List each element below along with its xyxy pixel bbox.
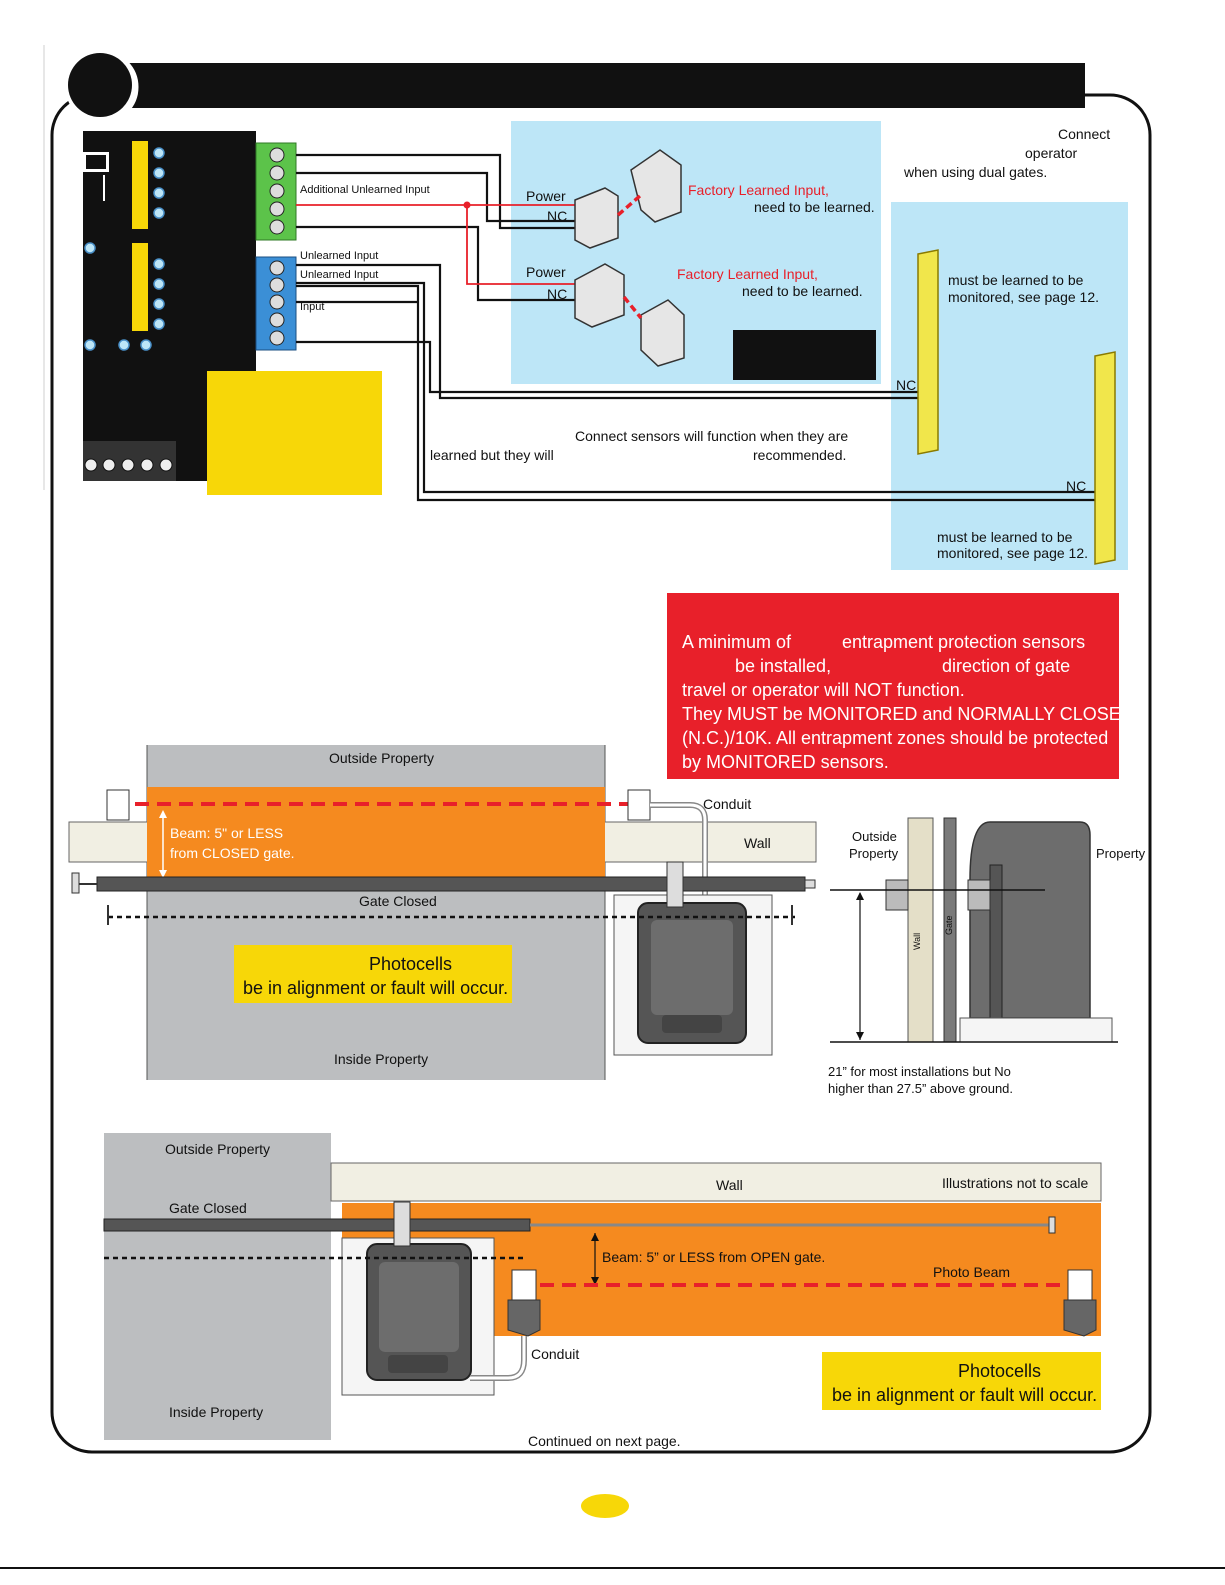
side-property-label: Property [849,846,899,861]
beam-label: Beam: 5” or LESS from OPEN gate. [602,1249,826,1265]
input-label: Input [300,301,325,313]
warning-text: be installed, [735,656,832,676]
warning-text: direction of gate [942,656,1071,676]
warning-text: entrapment protection sensors [842,632,1086,652]
wall-label: Wall [716,1177,743,1193]
inside-property-label: Inside Property [169,1404,264,1420]
open-gate-diagram [103,1133,1102,1440]
unlearned-input-label: Unlearned Input [300,250,379,262]
wall-label: Wall [744,835,771,851]
beam-label: from CLOSED gate. [170,845,295,861]
warning-text: A minimum of [682,632,792,652]
outside-property-label: Outside Property [329,750,435,766]
warning-text: travel or operator will NOT function. [682,680,965,700]
operator-label: operator [1025,145,1078,161]
height-note: 21” for most installations but No [828,1064,1011,1079]
photo-beam-label: Photo Beam [933,1264,1011,1280]
warning-text: They MUST be MONITORED and NORMALLY CLOS… [682,704,1134,724]
edge-sensor-note: monitored, see page 12. [948,289,1099,305]
learned-but-note: learned but they will [430,447,554,463]
side-property-label: Property [1096,846,1146,861]
warning-text: (N.C.)/10K. All entrapment zones should … [682,728,1109,748]
side-view-diagram [830,817,1118,1043]
conduit-label: Conduit [703,796,752,812]
unlearned-input-label: Unlearned Input [300,269,379,281]
edge-sensor-note: monitored, see page 12. [937,545,1088,561]
edge-sensor-note: must be learned to be [937,529,1073,545]
photocells-note: Photocells [369,954,453,974]
additional-unlearned-input-label: Additional Unlearned Input [300,184,430,196]
power-label: Power [526,264,566,280]
dual-gates-label: when using dual gates. [904,164,1048,180]
recommended-note: recommended. [753,447,847,463]
continued-label: Continued on next page. [528,1433,681,1449]
warning-box [667,593,1119,779]
nc-label: NC [1066,478,1087,494]
photocells-note: Photocells [958,1361,1042,1381]
photocells-note: be in alignment or fault will occur. [832,1385,1098,1405]
need-learned-label: need to be learned. [742,283,863,299]
factory-learned-label: Factory Learned Input, [677,266,818,282]
nc-label: NC [547,208,568,224]
not-to-scale-label: Illustrations not to scale [942,1175,1089,1191]
beam-label: Beam: 5" or LESS [170,825,284,841]
inside-property-label: Inside Property [334,1051,429,1067]
side-outside-label: Outside [852,829,897,844]
need-learned-label: need to be learned. [754,199,875,215]
connect-label: Connect [1058,126,1111,142]
wiring-diagram [83,121,1128,570]
conduit-label: Conduit [531,1346,580,1362]
nc-label: NC [896,377,917,393]
factory-learned-label: Factory Learned Input, [688,182,829,198]
closed-gate-diagram [68,745,817,1080]
height-note: higher than 27.5” above ground. [828,1081,1014,1096]
warning-text: by MONITORED sensors. [682,752,889,772]
photocells-note: be in alignment or fault will occur. [243,978,509,998]
outside-property-label: Outside Property [165,1141,271,1157]
power-label: Power [526,188,566,204]
gate-closed-label: Gate Closed [169,1200,247,1216]
edge-sensor-note: must be learned to be [948,272,1084,288]
gate-closed-label: Gate Closed [359,893,437,909]
connect-sensors-note: Connect sensors will function when they … [575,428,849,444]
nc-label: NC [547,286,568,302]
